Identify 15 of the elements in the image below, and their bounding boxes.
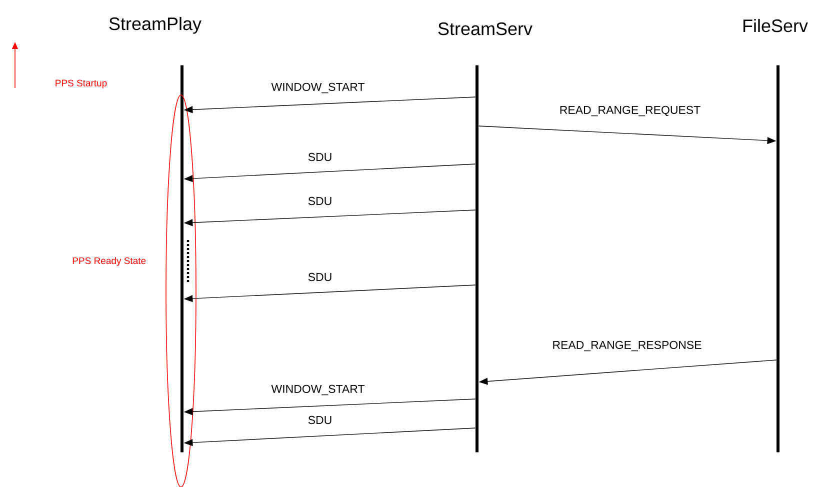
message-label: WINDOW_START bbox=[271, 384, 364, 396]
message-label: SDU bbox=[308, 416, 332, 424]
node-label: StreamPlay bbox=[109, 16, 202, 34]
node-label: StreamServ bbox=[438, 22, 532, 36]
state-label: PPS Startup bbox=[56, 80, 107, 88]
message-label: WINDOW_START bbox=[271, 82, 364, 94]
lifeline: FileServ bbox=[743, 18, 808, 452]
message-label: READ_RANGE_RESPONSE bbox=[553, 340, 702, 352]
node-label: FileServ bbox=[743, 18, 808, 32]
message-label: SDU bbox=[308, 152, 332, 162]
lifeline: StreamServ bbox=[438, 22, 532, 452]
node-label: PPS Ready State bbox=[72, 257, 146, 266]
message-label: SDU bbox=[308, 272, 332, 282]
message-label: SDU bbox=[308, 196, 332, 206]
message-label: READ_RANGE_REQUEST bbox=[560, 106, 700, 116]
